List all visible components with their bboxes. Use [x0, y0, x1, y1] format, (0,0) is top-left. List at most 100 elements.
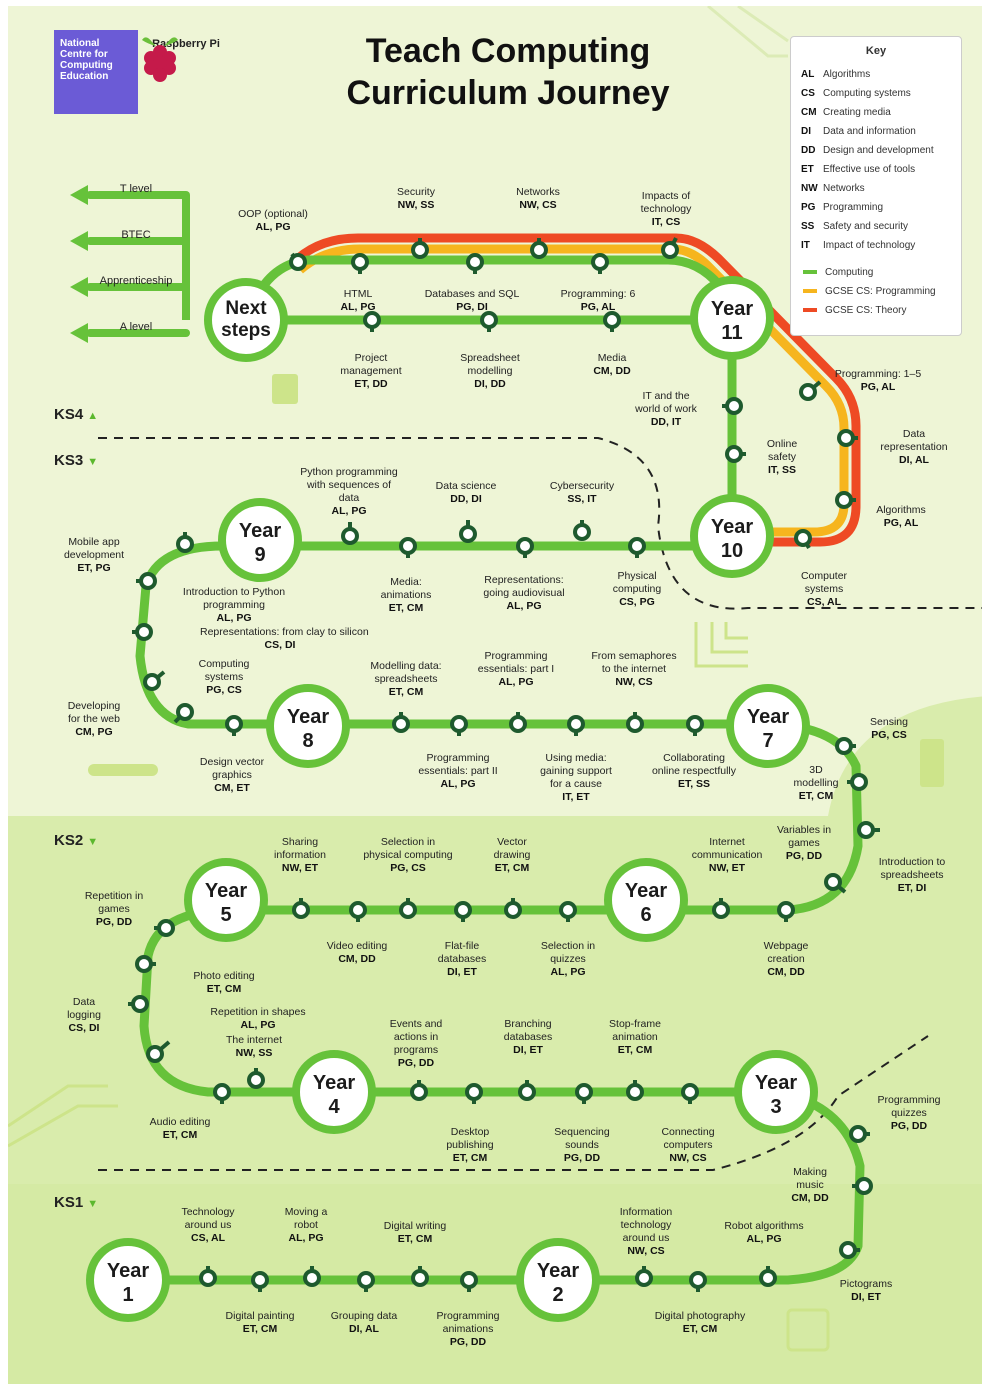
unit-title-line: Branching: [504, 1018, 552, 1030]
year-hub-label: Year: [711, 516, 753, 538]
unit-title-line: creation: [767, 953, 805, 965]
unit-strand-tags: PG, DD: [563, 1152, 601, 1164]
key-strand-name: Effective use of tools: [823, 164, 916, 175]
unit-title-line: Desktop: [450, 1126, 490, 1138]
unit-title-line: Data: [902, 428, 926, 440]
unit-station: [176, 535, 194, 553]
unit-station: [289, 253, 307, 271]
unit-station: [518, 1083, 536, 1101]
unit-title-line: Internet: [709, 836, 745, 848]
unit-station: [131, 995, 149, 1013]
unit-title-line: with sequences of: [306, 479, 392, 491]
unit-title-line: going audiovisual: [483, 587, 565, 599]
year-hub-label: Year: [537, 1260, 579, 1282]
unit-title-line: Impacts of: [641, 190, 691, 202]
unit-title-line: data: [338, 492, 360, 504]
unit-title-line: Developing: [67, 700, 121, 712]
route-label: A level: [120, 321, 152, 333]
unit-title-line: essentials: part II: [418, 765, 498, 777]
unit-strand-tags: ET, CM: [388, 602, 424, 614]
unit-station: [411, 1269, 429, 1287]
year-hub-label: Year: [205, 880, 247, 902]
unit-strand-tags: AL, PG: [506, 600, 542, 612]
unit-title-line: essentials: part I: [477, 663, 555, 675]
unit-station: [712, 901, 730, 919]
unit-title-line: Information: [619, 1206, 673, 1218]
unit-title-line: development: [63, 549, 125, 561]
unit-station: [399, 901, 417, 919]
unit-station: [466, 253, 484, 271]
unit-strand-tags: ET, CM: [162, 1129, 198, 1141]
unit-title-line: Programming: [426, 752, 490, 764]
unit-station: [835, 737, 853, 755]
key-strand-abbr: PG: [801, 202, 816, 213]
unit-strand-tags: NW, SS: [235, 1047, 273, 1059]
unit-station: [357, 1271, 375, 1289]
key-stage-marker: KS1▼: [54, 1194, 98, 1211]
unit-title-line: databases: [503, 1031, 553, 1043]
unit-station: [465, 1083, 483, 1101]
unit-strand-tags: AL, PG: [440, 778, 476, 790]
poster-title: Teach Computing Curriculum Journey: [308, 30, 708, 114]
unit-station: [850, 773, 868, 791]
key-strand-name: Creating media: [823, 107, 891, 118]
unit-strand-tags: ET, PG: [77, 562, 111, 574]
unit-title-line: Grouping data: [330, 1310, 398, 1322]
unit-title-line: Technology: [181, 1206, 235, 1218]
unit-title-line: sounds: [565, 1139, 599, 1151]
unit-title-line: Programming: [484, 650, 548, 662]
unit-station: [849, 1125, 867, 1143]
unit-title-line: physical computing: [363, 849, 453, 861]
year-hub: [184, 858, 268, 942]
route-label: Apprenticeship: [100, 275, 173, 287]
unit-title-line: Photo editing: [193, 970, 255, 982]
year-hub-label: Year: [747, 706, 789, 728]
unit-title-line: Pictograms: [839, 1278, 893, 1290]
key-stage-marker: KS3▼: [54, 452, 98, 469]
unit-strand-tags: DI, AL: [349, 1323, 379, 1335]
key-strand-abbr: NW: [801, 183, 818, 194]
unit-title-line: systems: [204, 671, 244, 683]
unit-station: [392, 715, 410, 733]
year-hub: [292, 1050, 376, 1134]
year-hub-label: Year: [107, 1260, 149, 1282]
unit-title-line: online respectfully: [651, 765, 737, 777]
unit-label: OOP (optional)AL, PG: [193, 208, 353, 234]
unit-title-line: information: [274, 849, 326, 861]
unit-station: [363, 311, 381, 329]
key-line-name: GCSE CS: Theory: [825, 305, 907, 316]
unit-strand-tags: AL, PG: [340, 301, 376, 313]
unit-title-line: Databases and SQL: [424, 288, 520, 300]
unit-strand-tags: DI, AL: [899, 454, 929, 466]
unit-strand-tags: PG, DD: [95, 916, 133, 928]
unit-strand-tags: ET, SS: [677, 778, 711, 790]
unit-title-line: Repetition in shapes: [210, 1006, 306, 1018]
key-strand-name: Safety and security: [823, 221, 909, 232]
unit-title-line: Introduction to Python: [182, 586, 286, 598]
raspberry-pi-logo: Raspberry Pi: [138, 34, 234, 82]
unit-station: [411, 241, 429, 259]
unit-title-line: Project: [354, 352, 388, 364]
chip-decoration: [920, 739, 944, 787]
unit-strand-tags: CM, PG: [75, 726, 113, 738]
unit-title-line: music: [796, 1179, 824, 1191]
